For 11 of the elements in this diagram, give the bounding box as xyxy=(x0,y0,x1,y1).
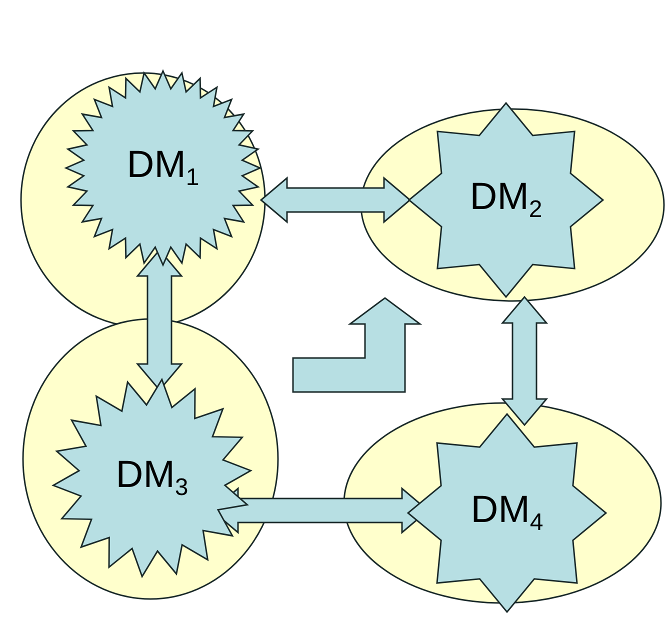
double-arrow xyxy=(500,296,548,426)
node-label: DM$_{4}$ xyxy=(470,491,544,535)
node-label: DM$_{3}$ xyxy=(116,456,188,500)
star-shape xyxy=(407,413,607,613)
star-shape xyxy=(65,70,261,266)
star-shape xyxy=(52,378,252,578)
ellipse-shape xyxy=(22,318,279,600)
double-arrow xyxy=(260,176,412,224)
star-shape xyxy=(408,102,604,298)
node-label: DM$_{2}$ xyxy=(470,178,542,222)
node-label: DM$_{1}$ xyxy=(126,146,200,190)
